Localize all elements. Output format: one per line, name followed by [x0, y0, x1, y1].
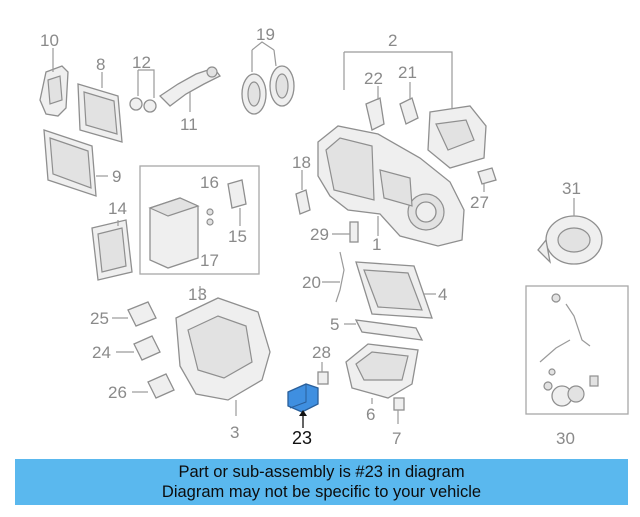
- callout-30: 30: [556, 429, 575, 448]
- part-25: [112, 301, 157, 327]
- part-4: [355, 261, 436, 319]
- part-22: [365, 86, 385, 131]
- part-30-group: [525, 285, 629, 415]
- part-2: [343, 51, 487, 169]
- part-8: [77, 72, 123, 143]
- part-11: [158, 66, 221, 112]
- callout-22: 22: [364, 69, 383, 88]
- banner-line-1: Part or sub-assembly is #23 in diagram: [178, 463, 465, 481]
- callout-21: 21: [398, 63, 417, 82]
- part-29: [332, 221, 359, 243]
- part-21: [399, 82, 419, 125]
- part-7: [393, 397, 405, 424]
- part-6: [345, 343, 419, 404]
- callout-23: 23: [292, 428, 312, 448]
- callout-7: 7: [392, 429, 401, 448]
- part-19: [241, 41, 295, 115]
- part-20: [322, 251, 345, 303]
- callout-29: 29: [310, 225, 329, 244]
- callout-31: 31: [562, 179, 581, 198]
- callout-19: 19: [256, 25, 275, 44]
- callout-labels: 10 8 12 19 11 2 22 21 9 18 16 14 27 15 3…: [40, 25, 581, 448]
- part-23-highlight: [287, 383, 319, 428]
- part-28: [317, 362, 329, 385]
- callout-2: 2: [388, 31, 397, 50]
- callout-25: 25: [90, 309, 109, 328]
- part-18: [295, 170, 311, 215]
- callout-14: 14: [108, 199, 127, 218]
- callout-1: 1: [372, 235, 381, 254]
- callout-15: 15: [228, 227, 247, 246]
- part-24: [116, 335, 161, 361]
- part-12: [129, 69, 157, 113]
- callout-10: 10: [40, 31, 59, 50]
- callout-20: 20: [302, 273, 321, 292]
- part-26: [132, 373, 175, 399]
- callout-26: 26: [108, 383, 127, 402]
- callout-5: 5: [330, 315, 339, 334]
- part-9: [43, 129, 108, 197]
- callout-16: 16: [200, 173, 219, 192]
- callout-8: 8: [96, 55, 105, 74]
- callout-27: 27: [470, 193, 489, 212]
- callout-12: 12: [132, 53, 151, 72]
- callout-13: 13: [188, 285, 207, 304]
- callout-17: 17: [200, 251, 219, 270]
- callout-11: 11: [180, 115, 198, 134]
- part-31: [537, 198, 603, 265]
- info-banner: Part or sub-assembly is #23 in diagram D…: [15, 459, 628, 505]
- callout-3: 3: [230, 423, 239, 442]
- banner-line-2: Diagram may not be specific to your vehi…: [161, 483, 482, 501]
- callout-6: 6: [366, 405, 375, 424]
- part-27: [477, 167, 497, 192]
- callout-24: 24: [92, 343, 111, 362]
- callout-9: 9: [112, 167, 121, 186]
- part-1: [317, 125, 465, 247]
- part-17-group: [139, 165, 260, 275]
- callout-18: 18: [292, 153, 311, 172]
- callout-28: 28: [312, 343, 331, 362]
- part-5: [344, 319, 424, 341]
- part-14: [91, 219, 133, 281]
- part-13: [175, 286, 271, 416]
- part-10: [39, 48, 69, 117]
- callout-4: 4: [438, 285, 447, 304]
